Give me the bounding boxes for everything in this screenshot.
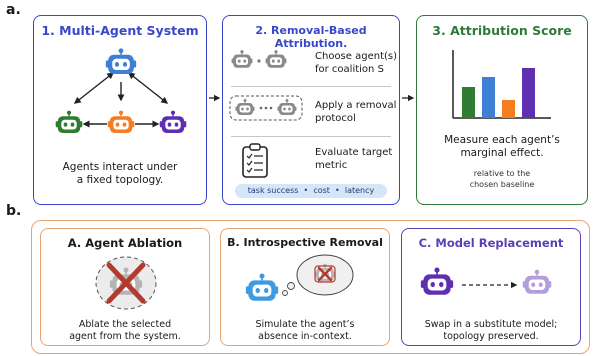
clipboard-checklist-icon	[242, 143, 268, 178]
attribution-score-panel: 3. Attribution Score Measure each agent’…	[416, 15, 588, 205]
panel-title: 2. Removal-Based Attribution.	[255, 24, 367, 50]
caption-line: Swap in a substitute model;	[424, 319, 558, 330]
removal-protocol-graphic	[229, 95, 303, 121]
introspective-graphic	[245, 254, 354, 302]
step-text: metric	[315, 160, 348, 171]
robot-icon	[105, 48, 137, 75]
caption-line: marginal effect.	[460, 147, 544, 159]
agent-ablation-panel: A. Agent Ablation Ablate the selected ag…	[40, 228, 210, 346]
step-text: for coalition S	[315, 64, 384, 75]
panel-title: 3. Attribution Score	[432, 23, 572, 38]
caption-line: a fixed topology.	[76, 174, 164, 186]
robot-icon	[245, 273, 279, 302]
metric-cost: cost	[313, 186, 330, 195]
metric-task-success: task success	[247, 186, 299, 195]
robot-icon	[55, 110, 83, 134]
robot-icon	[522, 269, 552, 295]
robot-icon	[277, 99, 297, 116]
caption-line: Measure each agent’s	[444, 134, 560, 146]
robot-icon	[235, 99, 255, 116]
introspective-removal-panel: B. Introspective Removal Simulate the ag…	[220, 228, 390, 346]
bullet: •	[332, 186, 343, 195]
robot-icon	[107, 110, 135, 134]
step-text: Choose agent(s)	[315, 51, 397, 62]
bullet: •	[300, 186, 311, 195]
model-replacement-panel: C. Model Replacement Swap in a substitut…	[401, 228, 581, 346]
ablation-graphic	[95, 256, 157, 310]
robot-icon	[265, 50, 287, 69]
red-x-icon	[317, 266, 333, 282]
step-text: Evaluate target	[315, 147, 393, 158]
note-line: relative to the	[473, 169, 531, 178]
divider	[231, 86, 391, 87]
robot-icon	[420, 267, 454, 296]
divider	[231, 136, 391, 137]
caption-line: absence in-context.	[258, 331, 352, 342]
panel-title: 1. Multi-Agent System	[41, 23, 199, 38]
section-a-label: a.	[6, 2, 21, 18]
metrics-pill: task success • cost • latency	[235, 184, 387, 198]
step-text: protocol	[315, 113, 356, 124]
note-line: chosen baseline	[469, 180, 535, 189]
panel-title: C. Model Replacement	[418, 236, 564, 250]
coalition-agents-graphic	[231, 50, 287, 69]
removal-attribution-panel: 2. Removal-Based Attribution. Choose age…	[222, 15, 400, 205]
agent-topology-diagram	[55, 48, 187, 134]
caption-line: Agents interact under	[62, 161, 178, 173]
multi-agent-system-panel: 1. Multi-Agent System Agents interact un…	[33, 15, 207, 205]
caption-line: topology preserved.	[443, 331, 539, 342]
section-b-label: b.	[6, 203, 22, 219]
panel-title: A. Agent Ablation	[67, 236, 183, 250]
step-text: Apply a removal	[315, 100, 397, 111]
panel-title: B. Introspective Removal	[227, 236, 383, 249]
metric-latency: latency	[344, 186, 375, 195]
caption-line: agent from the system.	[69, 331, 181, 342]
replacement-graphic	[420, 267, 552, 296]
robot-icon	[231, 50, 253, 69]
caption-line: Ablate the selected	[78, 319, 172, 330]
caption-line: Simulate the agent’s	[255, 319, 355, 330]
red-x-icon	[106, 262, 146, 304]
robot-icon	[159, 110, 187, 134]
bar-chart-icon	[452, 50, 551, 119]
